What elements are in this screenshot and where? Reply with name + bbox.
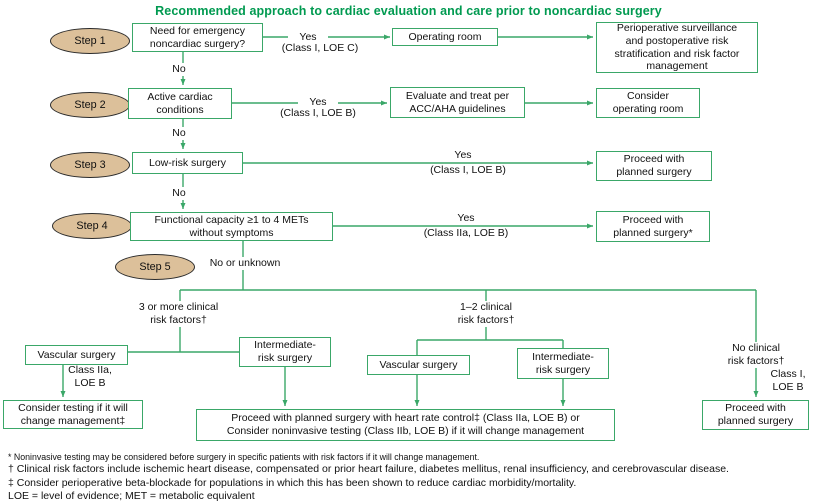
label-yes-step4: Yes (457, 212, 475, 224)
node-vascular-surgery-mid: Vascular surgery (367, 355, 470, 375)
label-class-iia-loe-b: Class IIa, LOE B (68, 364, 112, 390)
label-no-or-unknown: No or unknown (199, 257, 291, 271)
label-no-step3: No (165, 187, 193, 201)
label-1-2-risk-factors: 1–2 clinical risk factors† (436, 301, 536, 328)
node-evaluate-acc-aha: Evaluate and treat per ACC/AHA guideline… (390, 87, 525, 118)
step-4-badge: Step 4 (52, 213, 132, 239)
footnote-abbreviations: LOE = level of evidence; MET = metabolic… (8, 490, 255, 502)
node-consider-operating-room: Consider operating room (596, 88, 700, 118)
label-class-step2: (Class I, LOE B) (280, 107, 356, 119)
node-intermediate-risk-mid: Intermediate- risk surgery (517, 348, 609, 379)
label-no-step1: No (165, 63, 193, 77)
label-class-step3: (Class I, LOE B) (430, 164, 506, 176)
node-active-cardiac-conditions: Active cardiac conditions (128, 88, 232, 119)
label-yes-step1: Yes (288, 31, 328, 45)
node-proceed-planned-surgery-1: Proceed with planned surgery (596, 151, 712, 181)
label-yes-step2: Yes (298, 96, 338, 110)
node-low-risk-surgery: Low-risk surgery (132, 152, 243, 174)
node-consider-testing: Consider testing if it will change manag… (3, 400, 143, 429)
label-no-risk-factors: No clinical risk factors† (706, 342, 806, 369)
label-class-step1: (Class I, LOE C) (281, 42, 359, 54)
footnote-asterisk: * Noninvasive testing may be considered … (8, 452, 480, 462)
node-proceed-heart-rate-control: Proceed with planned surgery with heart … (196, 409, 615, 441)
step-2-badge: Step 2 (50, 92, 130, 118)
node-emergency-surgery: Need for emergency noncardiac surgery? (132, 23, 263, 52)
step-3-badge: Step 3 (50, 152, 130, 178)
chart-title: Recommended approach to cardiac evaluati… (155, 4, 662, 18)
label-class-step4: (Class IIa, LOE B) (423, 227, 509, 239)
footnote-double-dagger: ‡ Consider perioperative beta-blockade f… (8, 477, 577, 489)
label-class-i-loe-b: Class I, LOE B (770, 368, 806, 394)
label-yes-step3: Yes (454, 149, 472, 161)
step-1-badge: Step 1 (50, 28, 130, 54)
node-functional-capacity: Functional capacity ≥1 to 4 METs without… (130, 212, 333, 241)
node-perioperative-surveillance: Perioperative surveillance and postopera… (596, 22, 758, 73)
node-vascular-surgery-left: Vascular surgery (25, 345, 128, 365)
node-proceed-planned-surgery-2: Proceed with planned surgery* (596, 211, 710, 242)
node-intermediate-risk-left: Intermediate- risk surgery (239, 337, 331, 367)
step-5-badge: Step 5 (115, 254, 195, 280)
node-operating-room: Operating room (392, 28, 498, 46)
footnote-dagger: † Clinical risk factors include ischemic… (8, 463, 729, 475)
label-no-step2: No (165, 127, 193, 141)
node-proceed-planned-surgery-3: Proceed with planned surgery (702, 400, 809, 430)
label-3-or-more-risk-factors: 3 or more clinical risk factors† (126, 301, 231, 328)
